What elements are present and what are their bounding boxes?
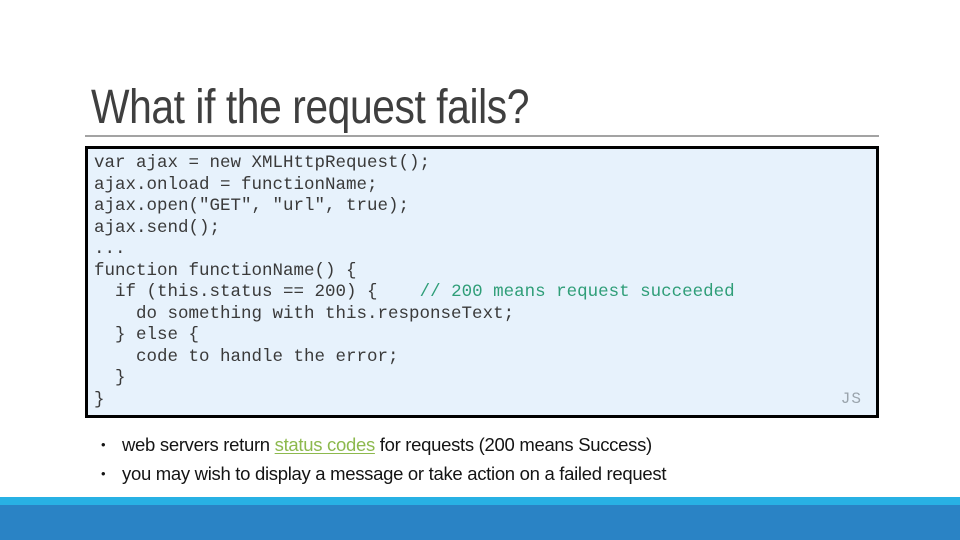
status-codes-link[interactable]: status codes [274, 434, 376, 455]
code-text: var ajax = new XMLHttpRequest(); [94, 153, 431, 173]
bullet-text-segment: web servers return [122, 434, 275, 455]
bullet-item: • web servers return status codes for req… [101, 433, 891, 456]
language-badge: JS [840, 390, 862, 408]
bottom-bar [0, 505, 960, 540]
bottom-accent-stripe [0, 497, 960, 505]
code-line: ajax.open("GET", "url", true); [94, 196, 870, 218]
code-line: } [94, 390, 870, 412]
code-line: do something with this.responseText; [94, 304, 870, 326]
bullet-item: • you may wish to display a message or ta… [101, 462, 891, 485]
code-line: code to handle the error; [94, 347, 870, 369]
code-comment: // 200 means request succeeded [419, 282, 735, 302]
code-line: } [94, 368, 870, 390]
code-line: if (this.status == 200) { // 200 means r… [94, 282, 870, 304]
code-line: ajax.onload = functionName; [94, 175, 870, 197]
code-text: ... [94, 239, 126, 259]
code-text: } [94, 368, 126, 388]
code-text: code to handle the error; [94, 346, 399, 367]
page-title: What if the request fails? [91, 81, 529, 134]
code-line: function functionName() { [94, 261, 870, 283]
code-text: ajax.send(); [94, 217, 221, 238]
bullet-icon: • [101, 437, 106, 452]
code-text: ajax.open("GET", "url", true); [94, 196, 410, 216]
code-line: } else { [94, 325, 870, 347]
code-block: var ajax = new XMLHttpRequest();ajax.onl… [85, 146, 879, 418]
code-line: ... [94, 239, 870, 261]
bullet-text-segment: you may wish to display a message or tak… [122, 463, 667, 484]
code-text: } [94, 389, 105, 410]
code-pre: var ajax = new XMLHttpRequest();ajax.onl… [88, 149, 876, 411]
code-text: ajax.onload = functionName; [94, 174, 378, 195]
bullet-text-segment: for requests (200 means Success) [374, 434, 652, 455]
title-divider [85, 135, 879, 137]
code-text: do something with this.responseText; [94, 303, 515, 324]
code-text: } else { [94, 325, 200, 345]
bullet-text: you may wish to display a message or tak… [122, 462, 666, 485]
code-line: var ajax = new XMLHttpRequest(); [94, 153, 870, 175]
bullet-icon: • [101, 466, 106, 481]
code-text: if (this.status == 200) { [94, 282, 420, 302]
bullet-text: web servers return status codes for requ… [122, 433, 652, 456]
code-text: function functionName() { [94, 260, 357, 281]
code-line: ajax.send(); [94, 218, 870, 240]
bullet-list: • web servers return status codes for req… [101, 433, 891, 491]
